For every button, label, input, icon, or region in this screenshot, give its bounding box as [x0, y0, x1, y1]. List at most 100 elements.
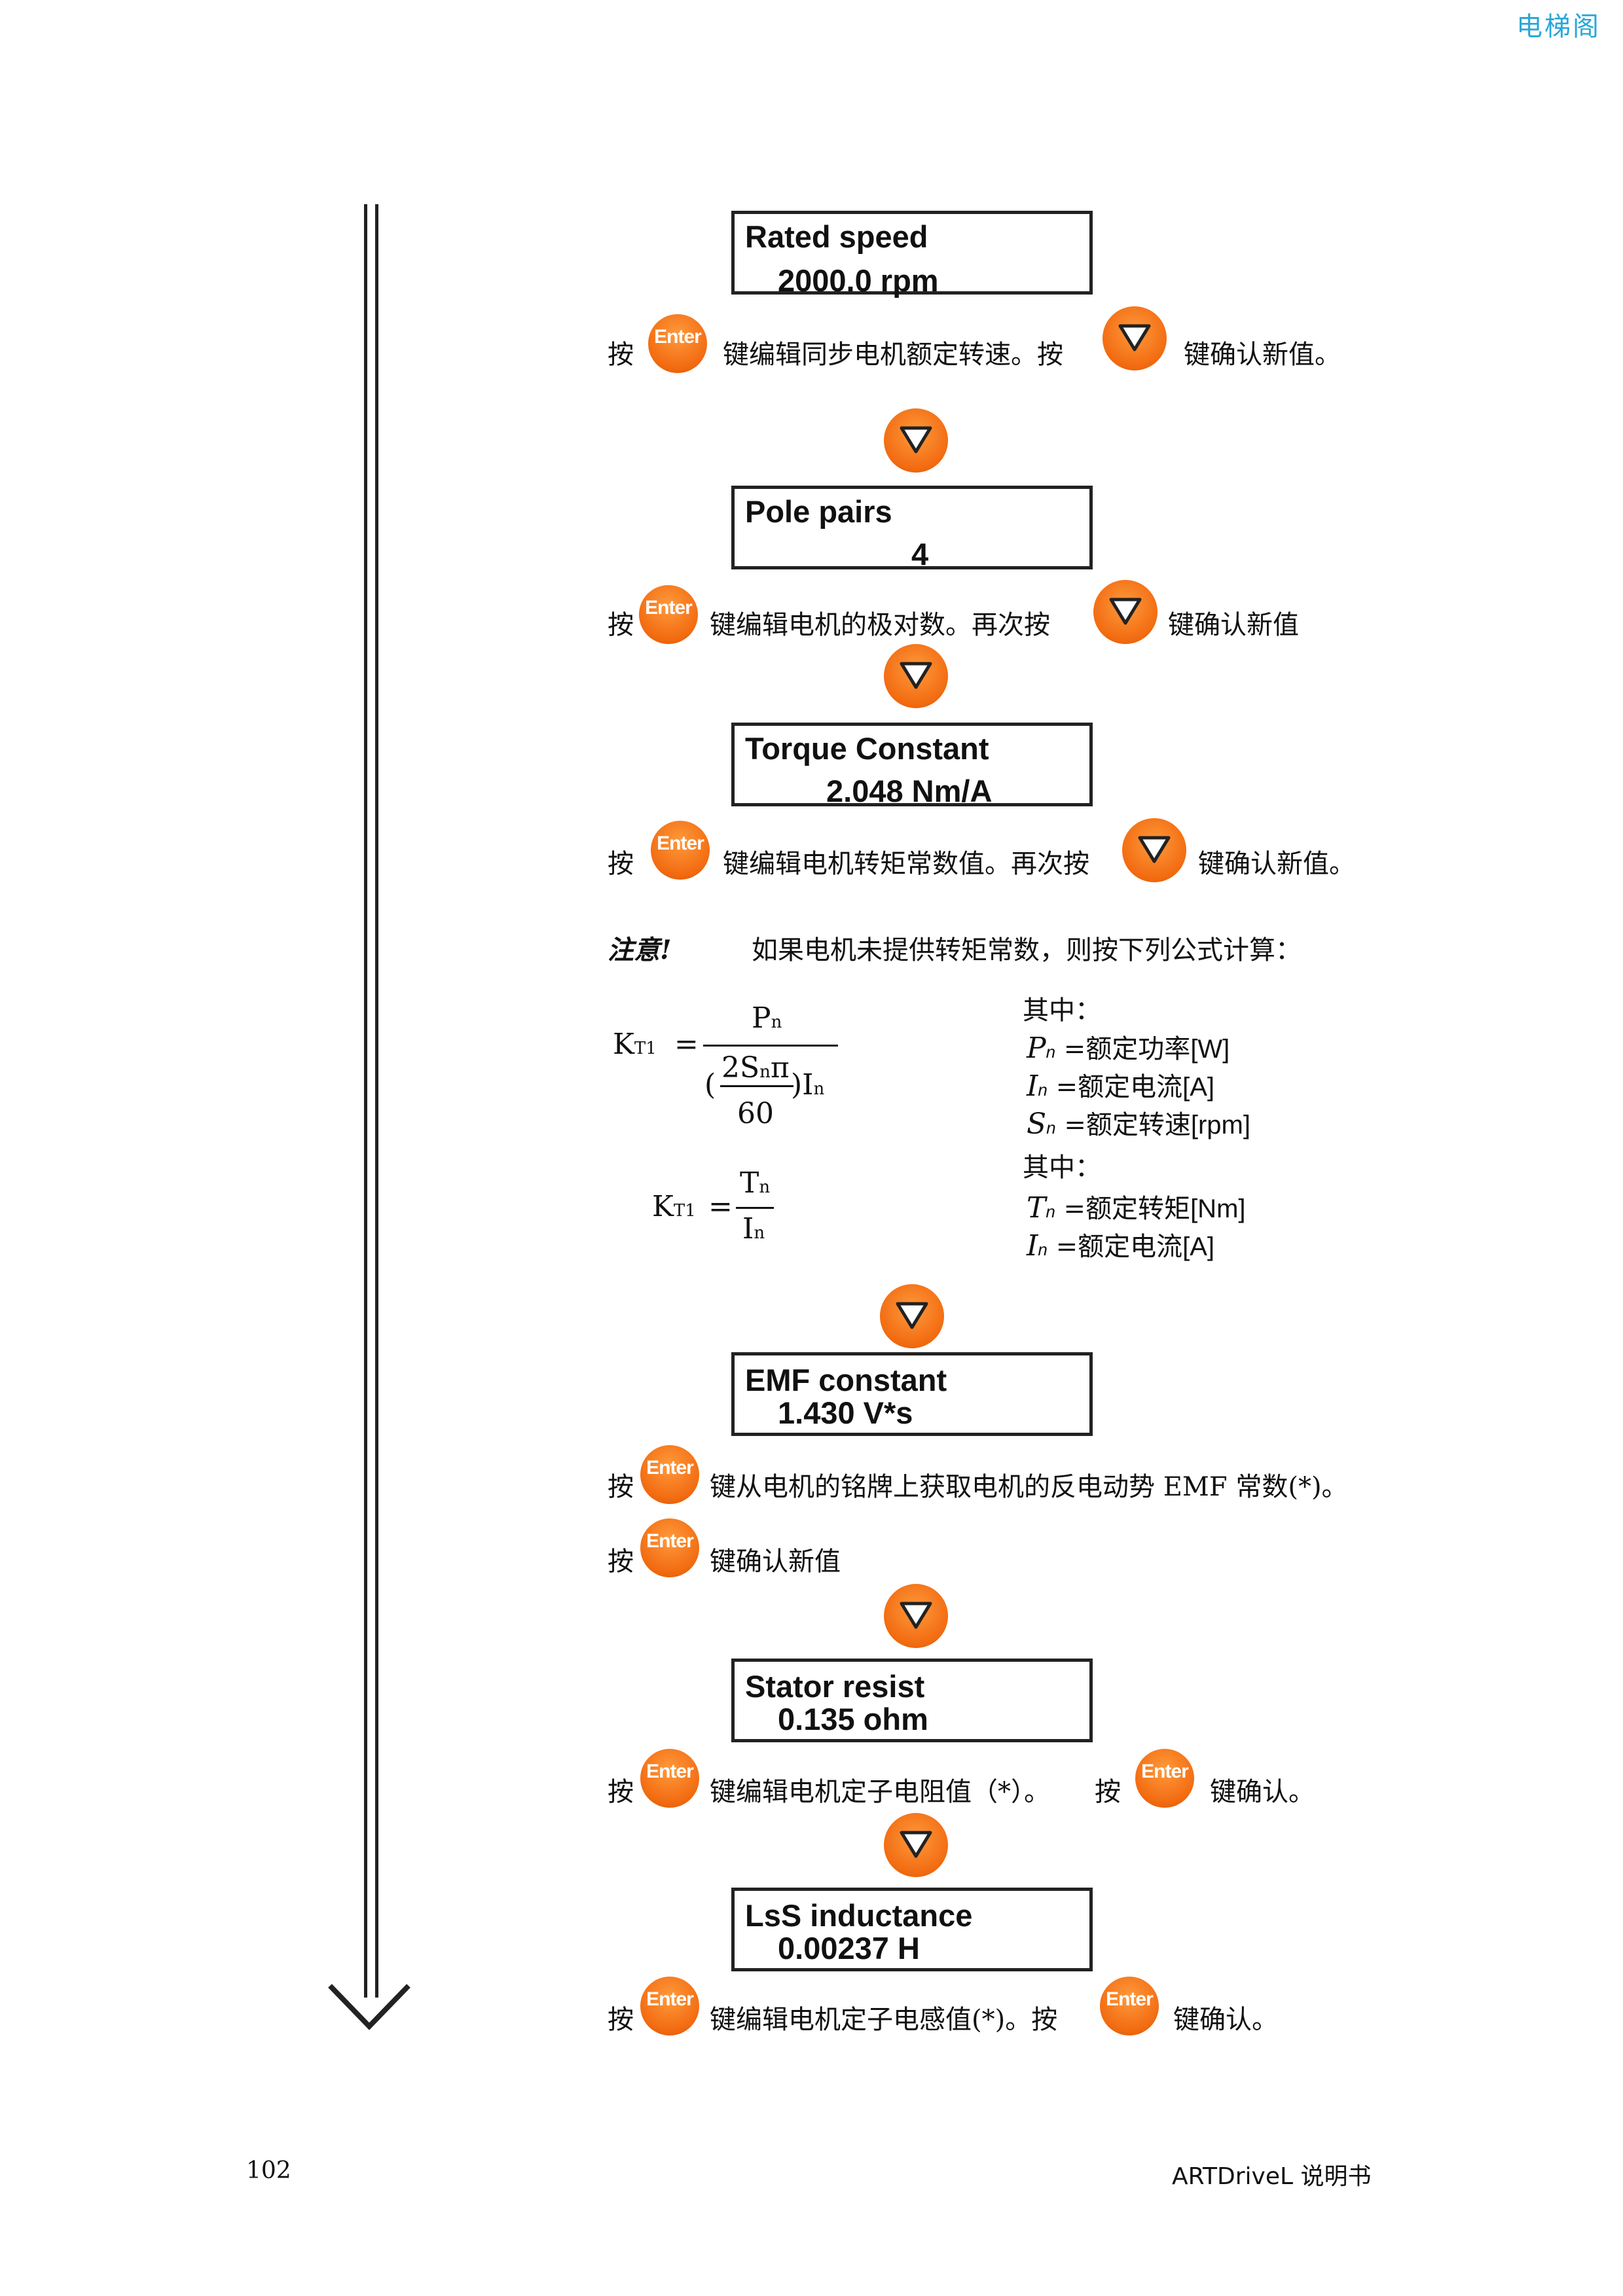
lcd-value: 0.135 ohm	[778, 1702, 928, 1736]
flow-arrow-line-left	[364, 204, 367, 1998]
enter-button[interactable]: Enter	[651, 821, 710, 880]
enter-button[interactable]: Enter	[648, 314, 707, 373]
enter-label: Enter	[1106, 1988, 1154, 2010]
legend-heading: 其中：	[1023, 1153, 1101, 1183]
enter-label: Enter	[1141, 1761, 1189, 1782]
inner-fraction-bar	[720, 1085, 793, 1087]
down-arrow-button[interactable]	[884, 644, 948, 708]
lcd-value: 2.048 Nm/A	[826, 774, 993, 808]
instruction-text: 键确认。	[1173, 2005, 1278, 2035]
instruction-text: 键编辑同步电机额定转速。按	[723, 340, 1063, 370]
enter-button[interactable]: Enter	[640, 1445, 699, 1504]
instruction-text: 键确认新值	[1168, 610, 1299, 640]
fraction-bar	[703, 1045, 838, 1047]
down-triangle-icon	[900, 426, 932, 454]
lcd-screen-pole-pairs: Pole pairs 4	[731, 486, 1093, 569]
enter-label: Enter	[646, 1988, 694, 2010]
down-arrow-button[interactable]	[880, 1284, 944, 1348]
instruction-text: 按	[608, 1472, 634, 1502]
lcd-value: 2000.0 rpm	[778, 263, 939, 298]
down-triangle-icon	[896, 1302, 928, 1329]
enter-label: Enter	[654, 326, 702, 348]
down-arrow-button[interactable]	[1093, 580, 1158, 644]
instruction-text: 键编辑电机转矩常数值。再次按	[723, 849, 1089, 879]
instruction-text: 键确认新值	[710, 1547, 841, 1577]
fraction-bar	[736, 1207, 774, 1209]
formula-numerator: Pn	[752, 1001, 782, 1035]
instruction-text: 键确认。	[1210, 1777, 1315, 1807]
instruction-text: 键确认新值。	[1198, 849, 1355, 879]
down-arrow-button[interactable]	[884, 408, 948, 473]
lcd-title: Pole pairs	[745, 494, 892, 529]
lcd-title: LsS inductance	[745, 1898, 973, 1933]
enter-button[interactable]: Enter	[640, 1977, 699, 2036]
down-arrow-button[interactable]	[884, 1813, 948, 1877]
formula-denominator: In	[742, 1212, 765, 1246]
legend-row: Pn =额定功率[W]	[1027, 1031, 1230, 1065]
enter-label: Enter	[646, 1457, 694, 1479]
enter-button[interactable]: Enter	[1135, 1749, 1194, 1808]
lcd-screen-stator-resist: Stator resist 0.135 ohm	[731, 1659, 1093, 1742]
instruction-text: 按	[608, 849, 634, 879]
formula-den-2s: 2Snπ	[721, 1051, 790, 1085]
down-triangle-icon	[900, 662, 932, 689]
legend-row: Sn =额定转速[rpm]	[1027, 1107, 1250, 1141]
enter-label: Enter	[645, 597, 693, 619]
instruction-text: 按	[608, 610, 634, 640]
page-number: 102	[246, 2157, 291, 2184]
legend-row: Tn =额定转矩[Nm]	[1027, 1191, 1246, 1225]
formula-den-60: 60	[737, 1097, 774, 1130]
down-triangle-icon	[1109, 598, 1142, 625]
enter-label: Enter	[646, 1530, 694, 1552]
instruction-text: 按	[608, 340, 634, 370]
flow-arrow-line-right	[375, 204, 378, 1998]
formula-lhs: KT1	[613, 1028, 657, 1061]
instruction-text: 键从电机的铭牌上获取电机的反电动势 EMF 常数(*)。	[710, 1472, 1348, 1502]
lcd-screen-emf-constant: EMF constant 1.430 V*s	[731, 1352, 1093, 1436]
instruction-text: 按	[1095, 1777, 1121, 1807]
down-triangle-icon	[900, 1602, 932, 1629]
formula-eq: =	[674, 1028, 699, 1061]
down-triangle-icon	[1138, 836, 1171, 863]
legend-row: In =额定电流[A]	[1027, 1069, 1214, 1103]
instruction-text: 键编辑电机定子电阻值（*）。	[710, 1777, 1050, 1807]
arrow-head-icon	[328, 1984, 410, 2030]
lcd-value: 0.00237 H	[778, 1931, 920, 1965]
down-arrow-button[interactable]	[1103, 306, 1167, 370]
lcd-title: Torque Constant	[745, 731, 989, 766]
lcd-title: Rated speed	[745, 219, 928, 254]
lcd-value: 4	[911, 537, 929, 571]
enter-label: Enter	[657, 833, 704, 854]
formula-den-close: )In	[791, 1068, 825, 1102]
down-triangle-icon	[1118, 324, 1151, 351]
down-arrow-button[interactable]	[884, 1584, 948, 1648]
formula-den-open: (	[704, 1068, 716, 1102]
instruction-text: 按	[608, 1777, 634, 1807]
enter-button[interactable]: Enter	[640, 1518, 699, 1577]
down-arrow-button[interactable]	[1122, 818, 1186, 882]
watermark-logo: 电梯阁	[1516, 12, 1601, 42]
enter-button[interactable]: Enter	[1100, 1977, 1159, 2036]
lcd-screen-torque-constant: Torque Constant 2.048 Nm/A	[731, 723, 1093, 806]
note-text: 如果电机未提供转矩常数，则按下列公式计算：	[752, 935, 1302, 965]
legend-row: In =额定电流[A]	[1027, 1229, 1214, 1263]
instruction-text: 键编辑电机的极对数。再次按	[710, 610, 1050, 640]
formula-numerator: Tn	[740, 1166, 771, 1200]
instruction-text: 键确认新值。	[1184, 340, 1341, 370]
lcd-title: EMF constant	[745, 1363, 947, 1397]
formula-eq: =	[708, 1190, 733, 1223]
enter-button[interactable]: Enter	[639, 585, 698, 644]
enter-button[interactable]: Enter	[640, 1749, 699, 1808]
footer-brand: ARTDriveL 说明书	[1172, 2163, 1372, 2190]
legend-heading: 其中：	[1023, 996, 1101, 1026]
lcd-screen-rated-speed: Rated speed 2000.0 rpm	[731, 211, 1093, 298]
enter-label: Enter	[646, 1761, 694, 1782]
formula-lhs: KT1	[652, 1190, 696, 1223]
lcd-screen-lss-inductance: LsS inductance 0.00237 H	[731, 1888, 1093, 1971]
instruction-text: 按	[608, 2005, 634, 2035]
instruction-text: 键编辑电机定子电感值(*)。按	[710, 2005, 1058, 2035]
lcd-value: 1.430 V*s	[778, 1395, 913, 1430]
instruction-text: 按	[608, 1547, 634, 1577]
down-triangle-icon	[900, 1831, 932, 1858]
note-label: 注意!	[608, 935, 672, 965]
